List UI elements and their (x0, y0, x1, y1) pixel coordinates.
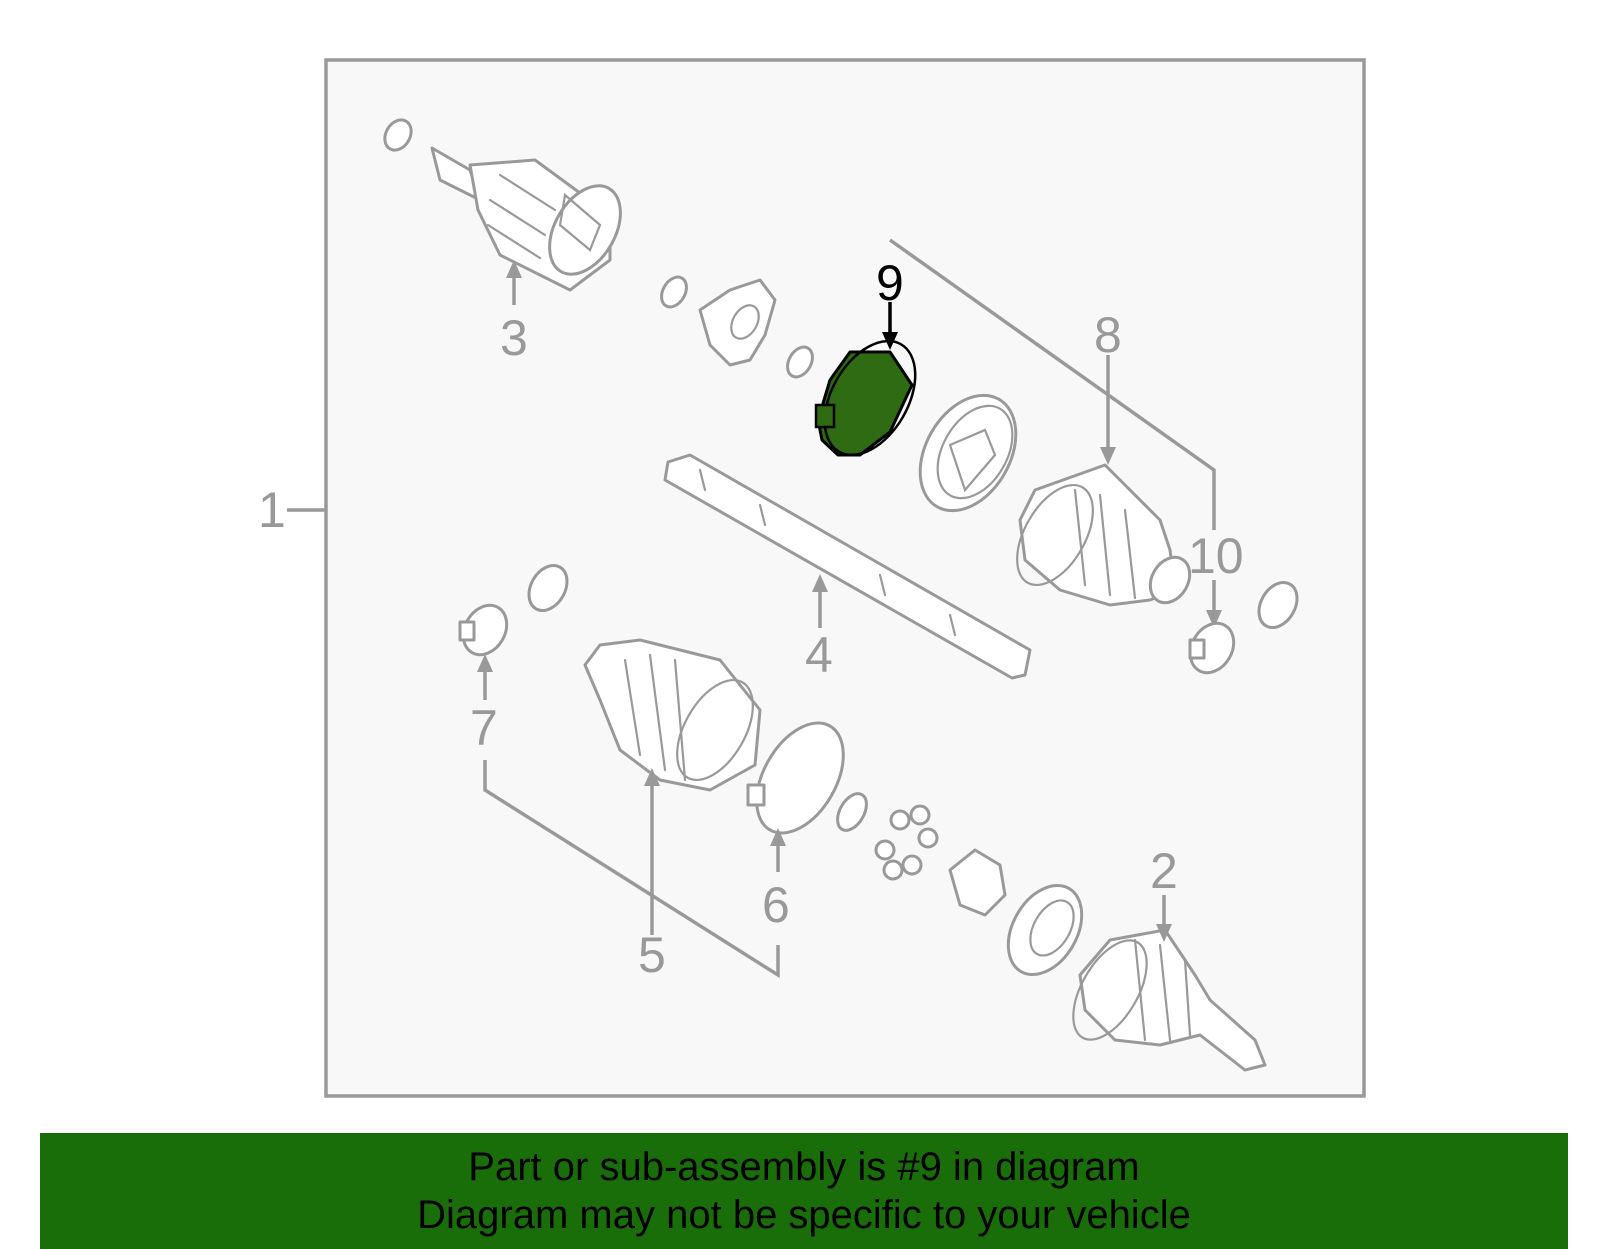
callout-10: 10 (1188, 528, 1244, 584)
callout-9: 9 (876, 255, 904, 311)
part-7-boot-clamp[interactable] (455, 597, 516, 662)
arrow-7 (477, 654, 493, 672)
bearing-balls-and-cage[interactable] (832, 789, 1097, 988)
seal-ring[interactable] (1251, 576, 1304, 635)
arrow-9 (882, 332, 898, 350)
part-9-boot-clamp[interactable] (806, 325, 934, 470)
part-5-outer-boot[interactable] (583, 638, 768, 793)
part-8-inner-boot[interactable] (1002, 463, 1198, 610)
callout-3: 3 (500, 310, 528, 366)
part-4-shaft[interactable] (663, 453, 1032, 680)
callout-2: 2 (1150, 843, 1178, 899)
arrow-10 (1206, 610, 1222, 628)
arrow-5 (644, 768, 660, 786)
part-10-boot-clamp[interactable] (1182, 615, 1243, 680)
callout-6: 6 (762, 877, 790, 933)
tripod-and-rings[interactable] (656, 273, 817, 382)
banner-line-1: Part or sub-assembly is #9 in diagram (468, 1145, 1140, 1189)
arrow-6 (770, 828, 786, 846)
bracket-8-10 (888, 238, 1216, 530)
callout-5: 5 (638, 927, 666, 983)
arrow-3 (506, 260, 522, 278)
callout-1: 1 (258, 482, 286, 538)
callout-4: 4 (805, 627, 833, 683)
callout-7: 7 (470, 700, 498, 756)
seal-ring-outer[interactable] (521, 559, 574, 618)
arrow-4 (812, 574, 828, 592)
arrow-8 (1100, 447, 1116, 465)
info-banner: Part or sub-assembly is #9 in diagram Di… (40, 1133, 1568, 1249)
callout-8: 8 (1094, 307, 1122, 363)
banner-line-2: Diagram may not be specific to your vehi… (417, 1193, 1191, 1237)
part-2-outer-joint[interactable] (1058, 928, 1267, 1072)
part-3-inner-housing[interactable] (380, 115, 635, 292)
inner-bearing[interactable] (901, 378, 1036, 527)
bracket-5-6 (483, 760, 780, 979)
arrow-2 (1156, 924, 1172, 942)
part-6-boot-clamp[interactable] (739, 708, 861, 848)
